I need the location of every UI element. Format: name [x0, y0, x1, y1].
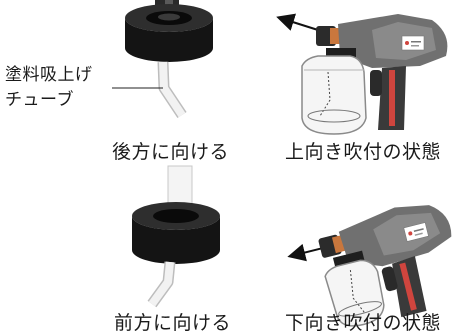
nozzle-base-bottom: [132, 165, 220, 264]
caption-bottom-left: 前方に向ける: [114, 312, 232, 334]
tube-label-line-2: チューブ: [5, 90, 74, 110]
spray-direction-arrow: [287, 243, 323, 262]
spray-gun-bottom: [287, 205, 452, 327]
tube-label: 塗料吸上げ チューブ: [5, 63, 93, 113]
spray-direction-arrow: [276, 13, 319, 31]
caption-top-left: 後方に向ける: [112, 141, 230, 163]
tube-label-line-1: 塗料吸上げ: [5, 65, 93, 85]
spray-gun-top: [276, 13, 448, 135]
nozzle-base-top: [125, 0, 213, 62]
caption-top-right: 上向き吹付の状態: [285, 141, 442, 163]
suction-tube-bottom: [147, 261, 176, 308]
caption-bottom-right: 下向き吹付の状態: [285, 312, 442, 334]
suction-tube-top: [157, 61, 187, 119]
